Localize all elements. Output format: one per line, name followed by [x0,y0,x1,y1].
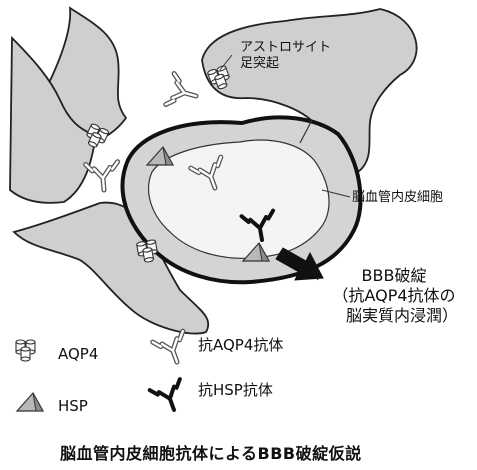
legend-anti-aqp4-icon [153,331,192,367]
astrocyte-label-line1: アストロサイト [240,40,331,55]
legend-anti-hsp-label: 抗HSP抗体 [198,381,273,399]
endothelial-label: 脳血管内皮細胞 [352,190,443,205]
anti-aqp4-antibody [86,162,120,192]
figure-title: 脳血管内皮細胞抗体によるBBB破綻仮説 [60,440,362,464]
legend-aqp4-label: AQP4 [58,345,98,363]
anti-aqp4-antibody [166,74,200,112]
legend-hsp-icon [17,393,43,411]
legend-aqp4-icon [16,340,35,361]
legend-anti-aqp4-label: 抗AQP4抗体 [198,336,283,354]
legend-hsp-label: HSP [58,397,88,415]
bbb-caption-line3: 脳実質内浸潤） [322,306,477,326]
legend-anti-hsp-icon [150,379,189,415]
astrocyte-label-line2: 足突起 [240,56,279,71]
bbb-caption-line1: BBB破綻 [314,266,474,286]
bbb-breakdown-caption: BBB破綻 （抗AQP4抗体の 脳実質内浸潤） [314,266,474,326]
bbb-caption-line2: （抗AQP4抗体の [314,286,474,306]
